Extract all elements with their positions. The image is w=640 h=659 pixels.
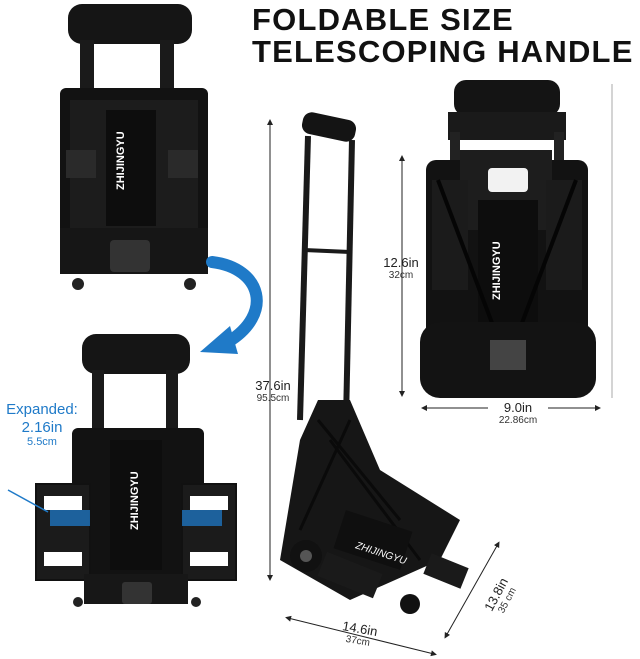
folded-width-cm: 22.86cm <box>498 415 538 426</box>
expanded-inch: 2.16in <box>21 419 63 436</box>
folded-height-cm: 32cm <box>388 270 414 281</box>
folded-cart-back: ZHIJINGYU <box>420 80 596 398</box>
brand-wordmark-right: ZHIJINGYU <box>491 241 503 300</box>
folded-width-inch: 9.0in <box>503 400 533 415</box>
unfolded-cart-side: ZHIJINGYU <box>280 112 469 614</box>
transition-arrow-head-icon <box>200 326 238 354</box>
base-width-line <box>285 615 437 657</box>
height-total-inch: 37.6in <box>255 378 291 393</box>
transition-arrow-icon <box>206 256 263 348</box>
base-depth-line <box>444 541 500 639</box>
expanded-cm: 5.5cm <box>27 436 57 448</box>
headline-line-1: FOLDABLE SIZE <box>252 2 514 37</box>
expanded-label: Expanded: <box>6 401 78 418</box>
folded-width-label: 9.0in 22.86cm <box>488 400 548 426</box>
folded-height-label: 12.6in 32cm <box>376 255 426 281</box>
brand-wordmark-top: ZHIJINGYU <box>115 131 127 190</box>
height-total-label: 37.6in 95.5cm <box>251 378 295 404</box>
headline-line-2: TELESCOPING HANDLE <box>252 34 634 69</box>
expanded-cart-front: ZHIJINGYU <box>7 334 237 607</box>
folded-height-inch: 12.6in <box>383 255 419 270</box>
expanded-callout: Expanded: 2.16in 5.5cm <box>2 401 82 448</box>
folded-cart-front: ZHIJINGYU <box>60 4 208 290</box>
height-total-cm: 95.5cm <box>256 393 290 404</box>
brand-wordmark-bottom: ZHIJINGYU <box>129 471 141 530</box>
